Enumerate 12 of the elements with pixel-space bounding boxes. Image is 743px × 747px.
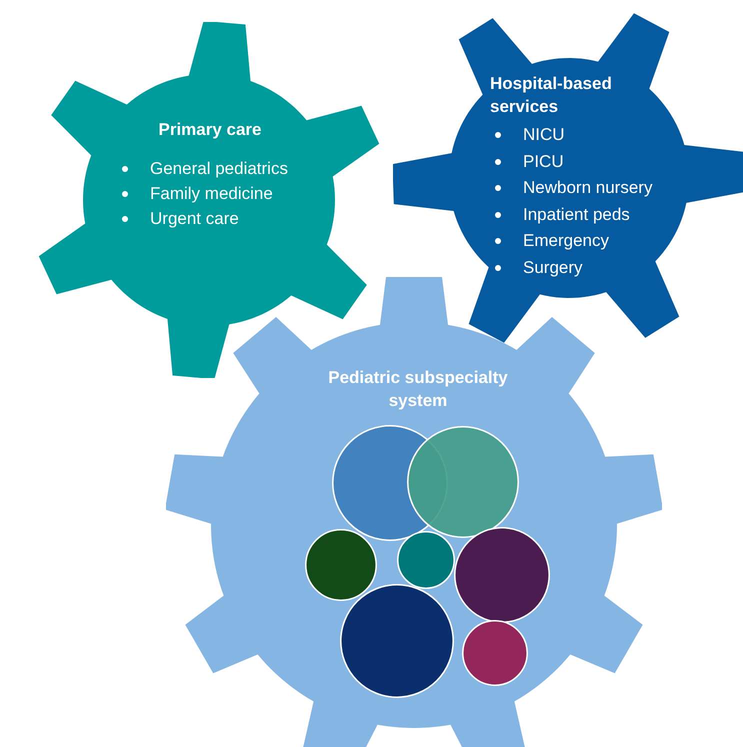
list-item: Family medicine [150,183,274,205]
gear-heading: Hospital-based services [490,73,613,118]
list-item: General pediatrics [150,158,289,180]
gear-heading: Pediatric subspecialty system [327,367,509,412]
gear-heading: Primary care [157,119,263,141]
list-item: Newborn nursery [523,177,654,199]
list-item: PICU [523,150,565,172]
list-item: Emergency [523,230,610,252]
list-item: NICU [523,124,566,146]
list-item: Inpatient peds [523,204,631,226]
list-item: Surgery [523,256,584,278]
list-item: Urgent care [150,208,240,230]
